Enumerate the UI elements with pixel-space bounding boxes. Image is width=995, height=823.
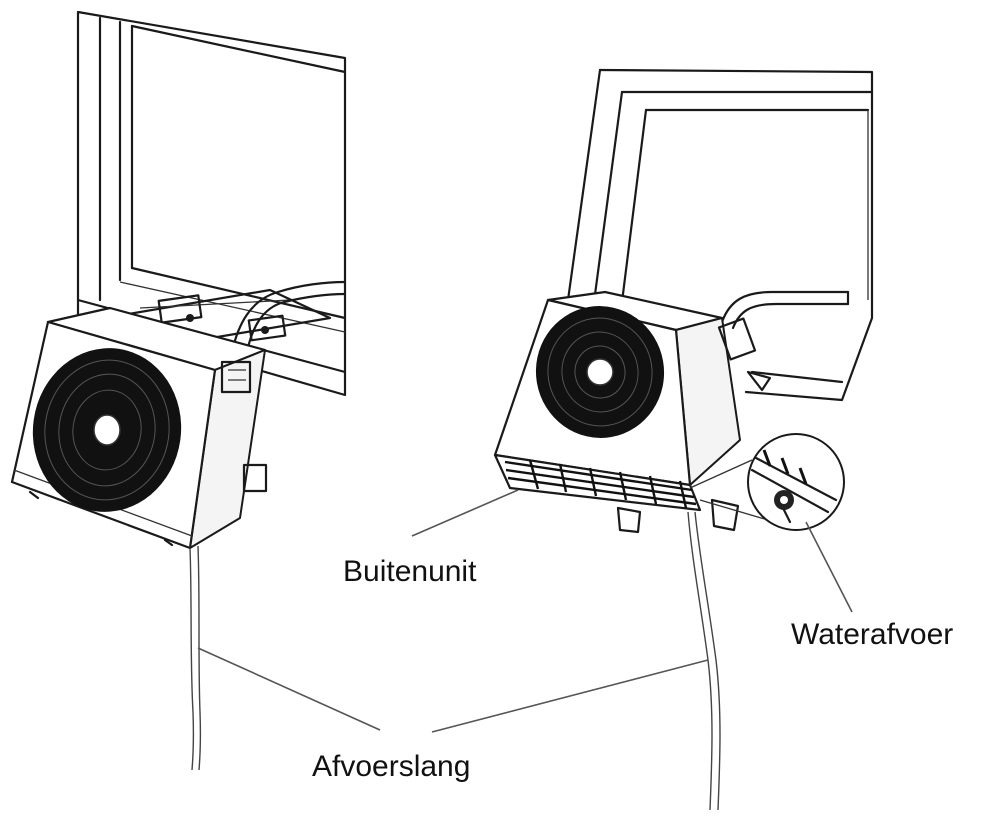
leader-afvoerslang-right — [431, 659, 709, 733]
right-outdoor-unit — [493, 290, 772, 534]
right-pipe — [720, 290, 850, 330]
left-pipe — [230, 280, 347, 354]
leader-buitenunit — [411, 489, 519, 537]
label-afvoerslang: Afvoerslang — [312, 750, 471, 783]
leader-afvoerslang-left — [197, 647, 381, 731]
left-drain-hose — [189, 545, 202, 771]
drain-detail-callout — [689, 433, 845, 531]
label-buitenunit: Buitenunit — [343, 555, 477, 588]
right-window — [566, 68, 874, 402]
leader-waterafvoer — [805, 521, 853, 613]
left-window — [76, 10, 347, 397]
left-outdoor-unit — [10, 306, 268, 550]
leader-lines — [197, 489, 853, 733]
label-waterafvoer: Waterafvoer — [791, 618, 954, 651]
